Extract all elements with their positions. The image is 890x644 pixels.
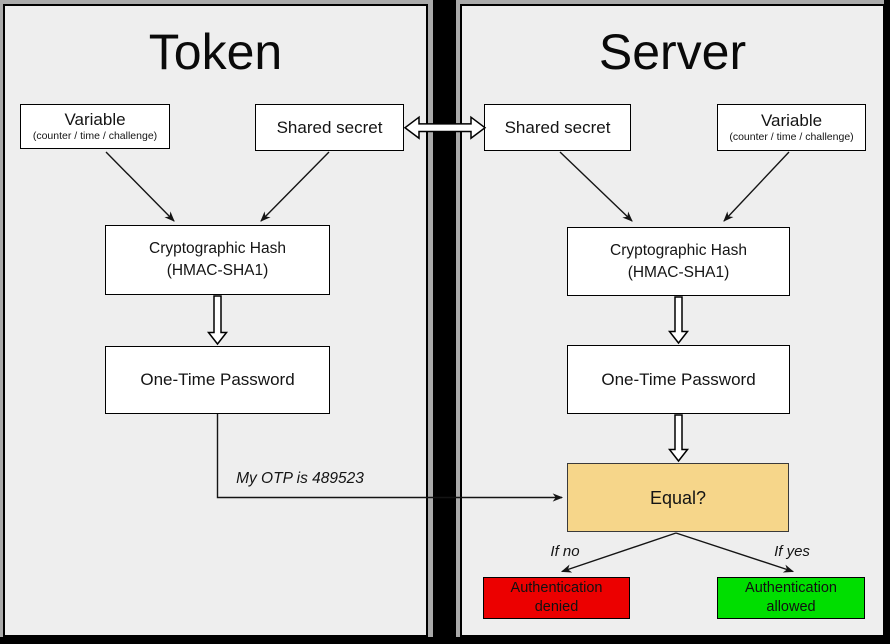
server-hash-label-line2: (HMAC-SHA1) [627, 263, 730, 281]
if-yes-label: If yes [774, 543, 810, 560]
if-no-label: If no [550, 543, 580, 560]
token-hash-label-line2: (HMAC-SHA1) [166, 262, 269, 279]
server-hash-label-line1: Cryptographic Hash [610, 241, 747, 259]
server-shared-secret-label: Shared secret [504, 117, 611, 137]
token-hash-label-line1: Cryptographic Hash [149, 240, 286, 257]
frame-right-edge [884, 0, 890, 644]
token-variable-node: Variable (counter / time / challenge) [20, 104, 170, 149]
token-shared-secret-label: Shared secret [276, 117, 383, 137]
token-otp-node: One-Time Password [105, 346, 330, 414]
server-variable-node: Variable (counter / time / challenge) [717, 104, 866, 151]
token-variable-label: Variable [64, 110, 126, 129]
server-variable-sublabel: (counter / time / challenge) [729, 131, 854, 143]
equal-label: Equal? [649, 487, 707, 508]
token-panel-title: Token [148, 24, 283, 80]
auth-allowed-label-line2: allowed [766, 599, 816, 615]
server-hash-node: Cryptographic Hash (HMAC-SHA1) [567, 227, 790, 296]
server-otp-node: One-Time Password [567, 345, 790, 414]
auth-denied-label-line2: denied [534, 599, 579, 615]
token-otp-label: One-Time Password [140, 370, 295, 389]
frame-bottom-edge [0, 637, 890, 644]
auth-allowed-node: Authentication allowed [717, 577, 865, 619]
server-shared-secret-node: Shared secret [484, 104, 631, 151]
server-variable-label: Variable [760, 111, 823, 130]
equal-decision-node: Equal? [567, 463, 789, 532]
server-panel-title: Server [598, 24, 747, 80]
divider-bar [433, 0, 456, 644]
otp-value-annotation: My OTP is 489523 [236, 470, 364, 487]
auth-denied-label-line1: Authentication [510, 580, 603, 596]
server-otp-label: One-Time Password [601, 369, 756, 389]
token-hash-node: Cryptographic Hash (HMAC-SHA1) [105, 225, 330, 295]
token-panel [3, 4, 428, 637]
token-variable-sublabel: (counter / time / challenge) [32, 130, 158, 142]
token-shared-secret-node: Shared secret [255, 104, 404, 151]
auth-allowed-label-line1: Authentication [745, 580, 837, 596]
auth-denied-node: Authentication denied [483, 577, 630, 619]
